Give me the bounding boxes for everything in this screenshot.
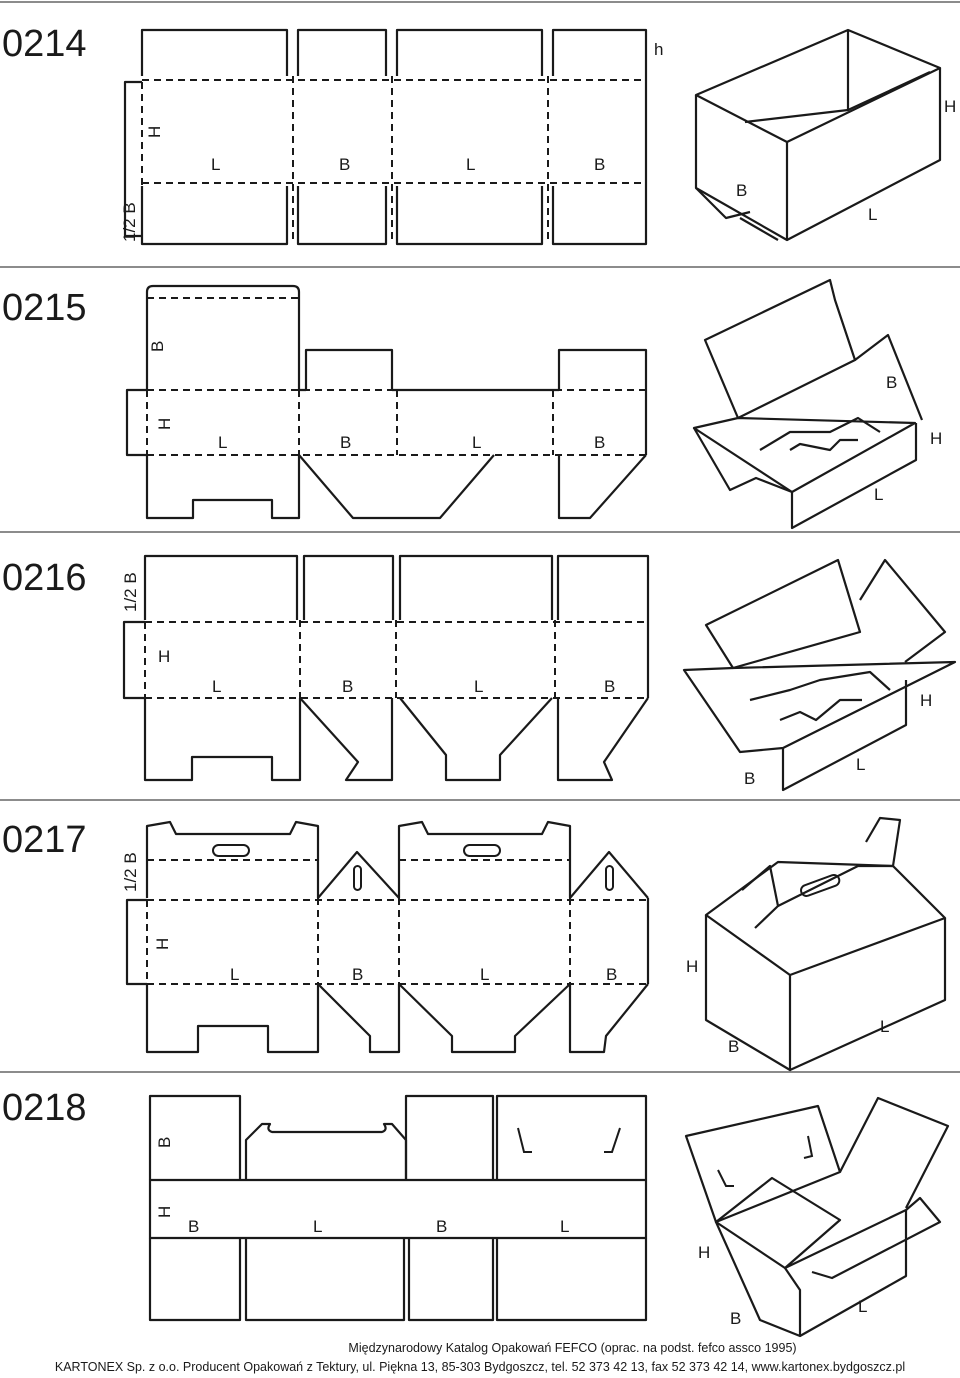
height-label: H — [155, 1206, 174, 1218]
section-0214: 0214 1/2 B H L B L B h — [0, 1, 960, 268]
handle-hole — [800, 874, 841, 897]
height-label: H — [944, 97, 956, 116]
panel-label: L — [560, 1217, 569, 1236]
box-3d-view: H B L — [684, 1096, 950, 1338]
height-label: H — [686, 957, 698, 976]
panel-label: L — [480, 965, 489, 984]
style-code: 0216 — [2, 557, 87, 599]
panel-label: L — [313, 1217, 322, 1236]
die-cut-net: 1/2 B H L B L B — [121, 820, 650, 1054]
box-3d-view: B H L — [692, 278, 942, 530]
handle-hole — [212, 844, 250, 857]
handle-hole — [463, 844, 501, 857]
length-label: L — [880, 1017, 889, 1036]
catalog-source-note: Międzynarodowy Katalog Opakowań FEFCO (o… — [348, 1341, 797, 1355]
lock-slot — [353, 865, 362, 891]
flap-height-label: h — [654, 40, 663, 59]
style-code: 0218 — [2, 1087, 87, 1129]
box-3d-view: H B L — [682, 558, 957, 792]
die-cut-net: 1/2 B H L B L B h — [120, 28, 663, 246]
length-label: L — [858, 1297, 867, 1316]
width-label: B — [728, 1037, 739, 1056]
panel-label: L — [466, 155, 475, 174]
height-label: H — [920, 691, 932, 710]
panel-label: B — [352, 965, 363, 984]
panel-label: L — [230, 965, 239, 984]
panel-label: B — [436, 1217, 447, 1236]
glue-flap-label: 1/2 B — [121, 572, 140, 612]
panel-label: B — [340, 433, 351, 452]
panel-label: B — [594, 433, 605, 452]
width-label: B — [886, 373, 897, 392]
length-label: L — [874, 485, 883, 504]
height-label: H — [145, 126, 164, 138]
height-label: H — [155, 418, 174, 430]
panel-label: B — [604, 677, 615, 696]
height-label: H — [153, 938, 172, 950]
style-code: 0215 — [2, 287, 87, 329]
glue-flap-label: 1/2 B — [120, 202, 139, 242]
lid-label: B — [155, 1137, 174, 1148]
company-contact-line: KARTONEX Sp. z o.o. Producent Opakowań z… — [54, 1360, 906, 1374]
section-0216: 0216 1/2 B H L B L B — [0, 554, 960, 801]
section-0215: 0215 B H L B — [0, 278, 960, 533]
panel-label: B — [188, 1217, 199, 1236]
section-0218: 0218 B H B L B L — [2, 1087, 950, 1338]
die-cut-net: B H B L B L — [148, 1094, 648, 1322]
panel-label: L — [211, 155, 220, 174]
panel-label: L — [474, 677, 483, 696]
style-code: 0214 — [2, 23, 87, 65]
panel-label: L — [218, 433, 227, 452]
width-label: B — [744, 769, 755, 788]
die-cut-net: B H L B L B — [125, 284, 648, 520]
width-label: B — [736, 181, 747, 200]
length-label: L — [868, 205, 877, 224]
lock-slot — [605, 865, 614, 891]
style-code: 0217 — [2, 819, 87, 861]
panel-label: L — [472, 433, 481, 452]
height-label: H — [158, 647, 170, 666]
height-label: H — [698, 1243, 710, 1262]
lid-label: B — [148, 341, 167, 352]
section-0217: 0217 — [0, 816, 960, 1073]
panel-label: B — [606, 965, 617, 984]
width-label: B — [730, 1309, 741, 1328]
panel-label: B — [339, 155, 350, 174]
panel-label: B — [594, 155, 605, 174]
height-label: H — [930, 429, 942, 448]
panel-label: L — [212, 677, 221, 696]
box-3d-view: H B L — [694, 28, 956, 242]
box-3d-view: H B L — [686, 816, 947, 1072]
die-cut-net: 1/2 B H L B L B — [121, 554, 650, 782]
panel-label: B — [342, 677, 353, 696]
glue-flap-label: 1/2 B — [121, 852, 140, 892]
length-label: L — [856, 755, 865, 774]
